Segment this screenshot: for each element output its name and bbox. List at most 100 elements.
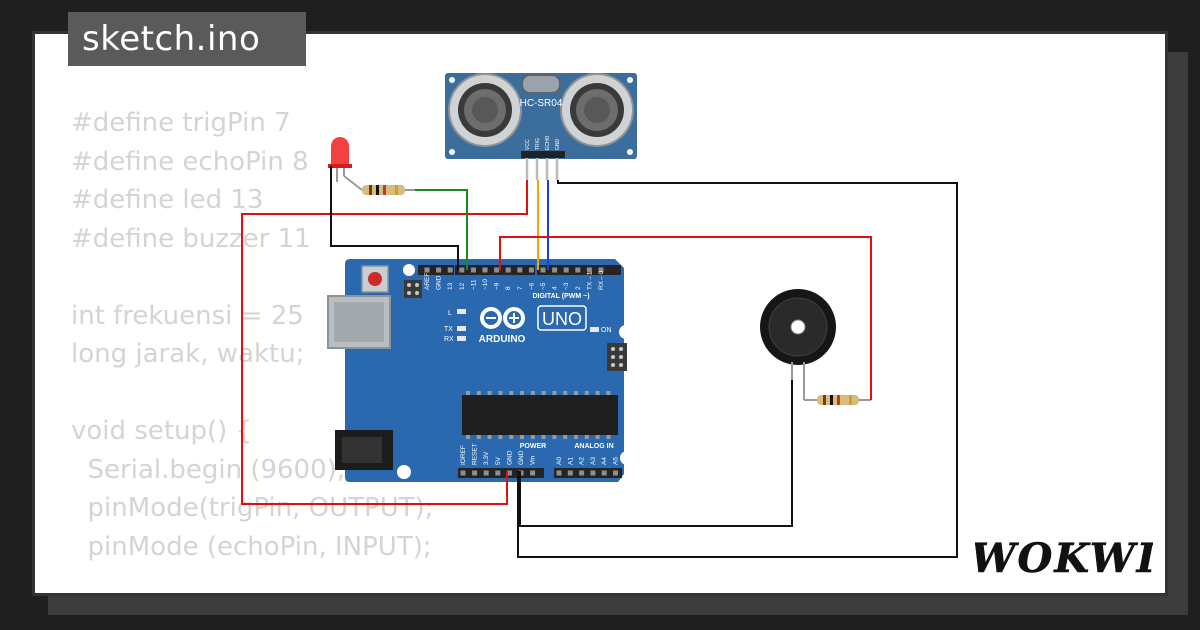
digital-pin-hole[interactable] bbox=[552, 267, 558, 273]
sensor-pin-label-trig: TRIG bbox=[535, 138, 541, 150]
digital-pin-label: TX→1 bbox=[586, 271, 593, 290]
digital-pin-label: RX←0 bbox=[598, 270, 605, 290]
code-line: #define led 13 bbox=[71, 185, 264, 215]
digital-pin-label: ~6 bbox=[528, 282, 535, 290]
power-pin-hole[interactable] bbox=[506, 470, 512, 476]
chip-pin bbox=[574, 435, 578, 439]
led-l bbox=[457, 309, 466, 314]
digital-pin-hole[interactable] bbox=[598, 267, 604, 273]
reset-button-cap bbox=[368, 272, 382, 286]
chip-pin bbox=[563, 435, 568, 439]
led-label-on: ON bbox=[601, 327, 612, 334]
code-line: int frekuensi = 25 bbox=[71, 300, 304, 331]
chip-pin bbox=[574, 391, 578, 395]
code-line: #define trigPin 7 bbox=[71, 108, 291, 138]
transducer-left bbox=[448, 73, 522, 147]
model-label: UNO bbox=[542, 309, 582, 329]
power-pin-label: IOREF bbox=[460, 445, 467, 465]
model-badge bbox=[537, 305, 587, 331]
digital-pin-label: 4 bbox=[552, 286, 559, 290]
piezo-buzzer[interactable] bbox=[760, 289, 836, 400]
chip-pin bbox=[552, 435, 557, 439]
red-led[interactable] bbox=[328, 137, 352, 182]
analog-header-title: ANALOG IN bbox=[574, 443, 613, 450]
chip-pin bbox=[530, 435, 535, 439]
digital-pin-hole[interactable] bbox=[482, 267, 488, 273]
digital-pin-hole[interactable] bbox=[459, 267, 465, 273]
digital-pin-label: ~9 bbox=[494, 282, 501, 290]
chip-pin bbox=[466, 435, 470, 439]
digital-pin-label: ~11 bbox=[470, 279, 477, 290]
power-pin-hole[interactable] bbox=[472, 470, 478, 476]
led-resistor[interactable] bbox=[343, 175, 415, 195]
analog-pin-hole[interactable] bbox=[556, 470, 562, 476]
sensor-header bbox=[521, 151, 565, 158]
chip-pin bbox=[606, 435, 611, 439]
digital-pin-hole[interactable] bbox=[528, 267, 534, 273]
analog-header bbox=[554, 468, 622, 478]
digital-pin-hole[interactable] bbox=[563, 267, 569, 273]
wire-buzzer-signal[interactable] bbox=[499, 236, 872, 400]
power-pin-hole[interactable] bbox=[530, 470, 536, 476]
digital-pin-hole[interactable] bbox=[517, 267, 523, 273]
digital-pin-hole[interactable] bbox=[447, 267, 453, 273]
digital-pin-hole[interactable] bbox=[470, 267, 476, 273]
chip-pin bbox=[584, 435, 589, 439]
chip-pin bbox=[541, 435, 546, 439]
power-pin-hole[interactable] bbox=[495, 470, 501, 476]
code-line: void setup() { bbox=[71, 416, 253, 446]
digital-pin-label: 8 bbox=[505, 286, 512, 290]
analog-pin-label: A3 bbox=[590, 457, 597, 465]
power-pin-hole[interactable] bbox=[483, 470, 489, 476]
code-line: #define buzzer 11 bbox=[71, 223, 311, 254]
digital-pin-label: AREF bbox=[424, 273, 431, 290]
chip-pin bbox=[487, 391, 492, 395]
power-pin-label: GND bbox=[518, 450, 525, 465]
digital-pin-label: 12 bbox=[459, 282, 466, 290]
atmega-chip bbox=[462, 395, 618, 435]
digital-pin-hole[interactable] bbox=[436, 267, 442, 273]
power-pin-hole[interactable] bbox=[460, 470, 466, 476]
digital-pin-hole[interactable] bbox=[505, 267, 511, 273]
chip-pin bbox=[563, 391, 568, 395]
digital-pin-label: ~5 bbox=[540, 282, 547, 290]
chip-pin bbox=[520, 435, 524, 439]
wire-buzzer-gnd[interactable] bbox=[519, 380, 793, 527]
chip-pin bbox=[487, 435, 492, 439]
power-header bbox=[458, 468, 544, 478]
wokwi-wordmark: WOKWI bbox=[975, 535, 1153, 582]
chip-pin bbox=[541, 391, 546, 395]
digital-pin-hole[interactable] bbox=[540, 267, 546, 273]
digital-pin-label: 13 bbox=[447, 282, 454, 290]
wire-led-gnd[interactable] bbox=[330, 166, 459, 270]
code-line: pinMode(trigPin, OUTPUT); bbox=[71, 493, 434, 523]
digital-pin-label: 7 bbox=[517, 286, 524, 290]
analog-pin-label: A5 bbox=[613, 457, 620, 465]
buzzer-resistor[interactable] bbox=[804, 395, 871, 405]
wire-sensor-gnd[interactable] bbox=[517, 180, 958, 558]
digital-pin-hole[interactable] bbox=[575, 267, 581, 273]
wire-vcc-5v[interactable] bbox=[241, 180, 528, 505]
chip-pin bbox=[509, 391, 514, 395]
crystal-oscillator bbox=[521, 74, 561, 94]
wokwi-logo: WOKWI bbox=[975, 535, 1153, 583]
chip-pin bbox=[520, 391, 524, 395]
code-line: long jarak, waktu; bbox=[71, 339, 305, 369]
analog-pin-hole[interactable] bbox=[601, 470, 607, 476]
chip-pin bbox=[530, 391, 535, 395]
arduino-brand: ARDUINO bbox=[479, 334, 526, 345]
analog-pin-hole[interactable] bbox=[567, 470, 573, 476]
led-rx bbox=[457, 336, 466, 341]
code-preview: #define trigPin 7#define echoPin 8#defin… bbox=[71, 104, 434, 566]
wire-led-signal[interactable] bbox=[415, 189, 468, 270]
analog-pin-hole[interactable] bbox=[590, 470, 596, 476]
analog-pin-hole[interactable] bbox=[613, 470, 618, 476]
chip-pin bbox=[552, 391, 557, 395]
digital-pin-hole[interactable] bbox=[494, 267, 500, 273]
analog-pin-hole[interactable] bbox=[579, 470, 585, 476]
sensor-pin-label-gnd: GND bbox=[555, 139, 561, 151]
digital-pin-hole[interactable] bbox=[586, 267, 592, 273]
digital-pin-hole[interactable] bbox=[424, 267, 430, 273]
ultrasonic-sensor[interactable]: HC-SR04 VCC TRIG ECHO GND bbox=[445, 73, 637, 180]
